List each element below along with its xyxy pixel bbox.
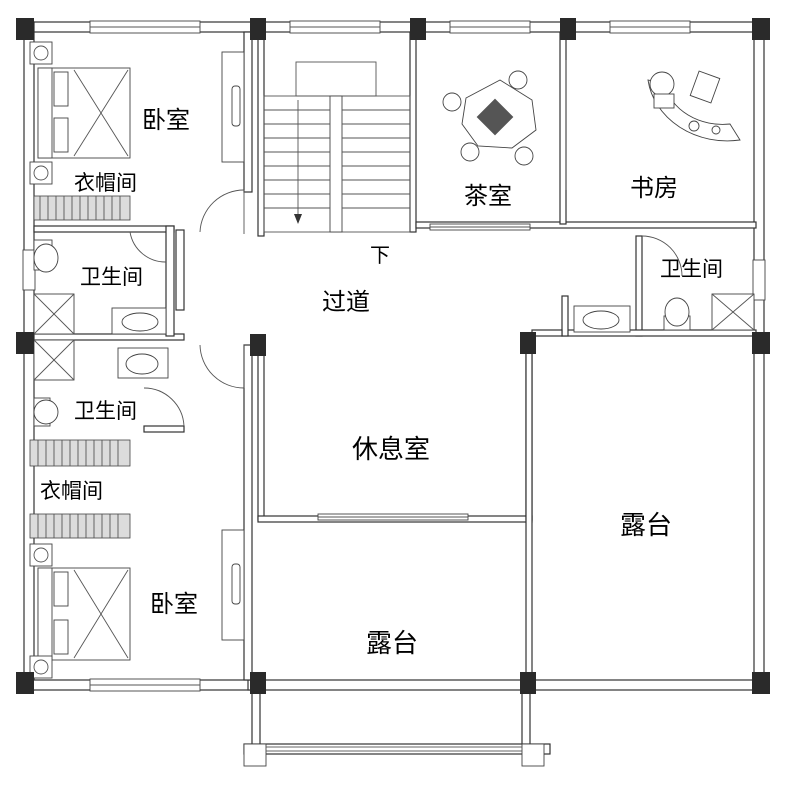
door-swings — [129, 189, 683, 427]
label-closet-bottom: 衣帽间 — [40, 479, 103, 503]
label-stair-down: 下 — [370, 243, 390, 267]
label-bedroom-bottom: 卧室 — [150, 590, 198, 618]
bed-top — [29, 41, 131, 185]
label-bath-right: 卫生间 — [660, 257, 723, 281]
bath-right-fixtures — [573, 293, 755, 333]
columns — [16, 18, 770, 694]
wardrobe-closet-bottom — [29, 439, 131, 539]
tv-cabinet-bottom — [221, 529, 245, 641]
balcony-parapet — [243, 689, 551, 767]
label-bath-left-bottom: 卫生间 — [74, 399, 137, 423]
windows — [22, 20, 766, 692]
label-study: 书房 — [630, 174, 678, 202]
label-terrace-bottom: 露台 — [366, 629, 418, 659]
label-lounge: 休息室 — [352, 435, 430, 465]
room-labels: 卧室 衣帽间 卫生间 过道 下 茶室 书房 卫生间 卫生间 衣帽间 休息室 露台… — [40, 106, 723, 659]
bath-left-top-fixtures — [33, 239, 167, 335]
label-closet-top: 衣帽间 — [74, 171, 137, 195]
label-bedroom-top: 卧室 — [142, 106, 190, 134]
label-tea-room: 茶室 — [464, 182, 512, 210]
label-corridor: 过道 — [322, 288, 370, 316]
wardrobe-top — [33, 195, 131, 221]
sliding-doors — [317, 60, 567, 521]
tv-cabinet-top — [221, 51, 245, 163]
tea-table — [442, 70, 537, 166]
label-bath-left-top: 卫生间 — [80, 265, 143, 289]
study-desk — [647, 70, 741, 142]
bed-bottom — [29, 543, 131, 679]
bath-left-bottom-fixtures — [33, 339, 169, 427]
label-terrace-right: 露台 — [620, 511, 672, 541]
staircase — [263, 61, 411, 233]
